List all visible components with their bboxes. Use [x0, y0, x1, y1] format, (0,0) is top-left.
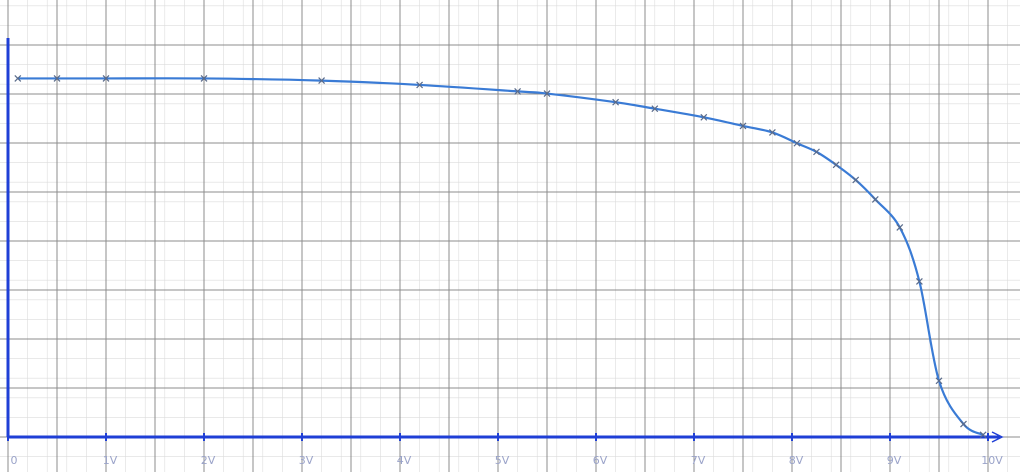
marker-stroke	[852, 176, 860, 184]
data-point-marker	[14, 75, 22, 82]
data-point-marker	[813, 148, 820, 156]
marker-stroke	[915, 278, 923, 285]
data-point-marker	[53, 75, 61, 82]
data-point-marker	[832, 161, 840, 169]
markers-group	[14, 75, 987, 439]
data-point-marker	[896, 224, 904, 231]
data-point-marker	[915, 278, 923, 285]
marker-stroke	[651, 105, 659, 113]
data-point-marker	[739, 122, 747, 130]
data-point-marker	[612, 98, 620, 106]
marker-stroke	[200, 75, 208, 82]
data-point-marker	[793, 139, 801, 147]
marker-stroke	[318, 77, 326, 85]
data-point-marker	[318, 77, 326, 85]
x-axis-arrow	[991, 431, 1004, 443]
x-tick-label: 6V	[593, 454, 608, 467]
marker-stroke	[896, 224, 904, 231]
x-tick-label: 10V	[981, 454, 1003, 467]
marker-stroke	[979, 431, 987, 439]
marker-stroke	[514, 87, 522, 95]
x-tick-label: 3V	[299, 454, 314, 467]
marker-stroke	[813, 148, 820, 156]
data-point-marker	[768, 129, 776, 136]
series-line	[16, 77, 985, 436]
data-point-marker	[543, 90, 551, 97]
x-tick-label: 0	[11, 454, 18, 467]
marker-stroke	[102, 75, 110, 82]
data-point-marker	[871, 195, 879, 203]
x-tick-label: 4V	[397, 454, 412, 467]
marker-stroke	[700, 113, 708, 121]
marker-stroke	[768, 129, 776, 136]
marker-stroke	[871, 195, 879, 203]
data-point-marker	[960, 420, 967, 428]
marker-stroke	[935, 377, 943, 385]
marker-stroke	[53, 75, 61, 82]
data-point-marker	[979, 431, 987, 439]
marker-stroke	[416, 81, 424, 89]
marker-stroke	[543, 90, 551, 97]
marker-stroke	[960, 420, 967, 428]
x-tick-label: 7V	[691, 454, 706, 467]
x-tick-label: 5V	[495, 454, 510, 467]
axes	[6, 38, 1004, 443]
x-tick-labels: 0 1V 2V 3V 4V 5V 6V 7V 8V 9V 10V	[7, 433, 1003, 467]
data-point-marker	[852, 176, 860, 184]
marker-stroke	[793, 139, 801, 147]
x-tick-label: 9V	[887, 454, 902, 467]
series-group	[16, 77, 985, 436]
x-tick-label: 2V	[201, 454, 216, 467]
marker-stroke	[832, 161, 840, 169]
data-point-marker	[102, 75, 110, 82]
x-tick-label: 1V	[103, 454, 118, 467]
marker-stroke	[612, 98, 620, 106]
data-point-marker	[416, 81, 424, 89]
data-point-marker	[514, 87, 522, 95]
marker-stroke	[14, 75, 22, 82]
data-point-marker	[935, 377, 943, 385]
data-point-marker	[700, 113, 708, 121]
x-tick-label: 8V	[789, 454, 804, 467]
data-point-marker	[200, 75, 208, 82]
marker-stroke	[739, 122, 747, 130]
data-point-marker	[651, 105, 659, 113]
